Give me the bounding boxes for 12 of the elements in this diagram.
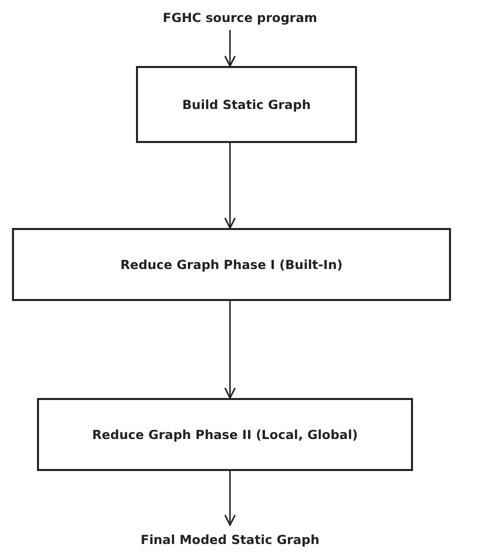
arrow [224, 301, 236, 399]
process-label: Reduce Graph Phase II (Local, Global) [92, 427, 358, 442]
arrow [224, 143, 236, 229]
flow-text: Final Moded Static Graph [140, 532, 320, 546]
arrow [224, 471, 236, 526]
process-box [12, 228, 451, 301]
process-label: Reduce Graph Phase I (Built-In) [120, 257, 343, 272]
process-label: Build Static Graph [182, 97, 311, 112]
flow-text: FGHC source program [162, 10, 318, 24]
arrow [224, 30, 236, 67]
process-box [37, 398, 413, 471]
process-box [136, 66, 357, 143]
